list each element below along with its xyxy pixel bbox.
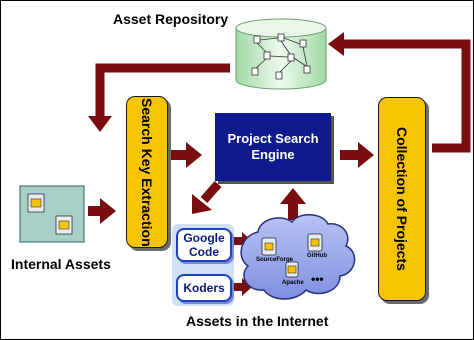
arrow-engine-sources-head [192, 194, 212, 214]
arrow-engine-sources-body [200, 181, 222, 203]
arrow-cloud-head [280, 188, 306, 204]
more-dots: ••• [311, 272, 324, 286]
apache-label: Apache [282, 280, 304, 286]
collection-box: Collection of Projects [378, 97, 426, 301]
search-key-label: Search Key Extraction [139, 97, 155, 247]
sourceforge-label: SourceForge [256, 257, 294, 263]
arrow-koders-body [234, 283, 244, 291]
koders-box: Koders [176, 274, 232, 302]
arrow-internal-body [88, 206, 102, 216]
collection-label: Collection of Projects [394, 127, 410, 271]
arrowhead-repo [328, 32, 344, 56]
arrow-koders-head [242, 278, 252, 296]
arrow-searchkey-head [186, 142, 202, 168]
internal-assets-panel [19, 185, 85, 243]
arrowhead-searchkey [88, 116, 112, 132]
search-engine-box: Project Search Engine [215, 113, 331, 181]
internal-assets-label: Internal Assets [11, 256, 111, 272]
arrow-engine-head [358, 142, 374, 168]
github-label: GitHub [307, 253, 327, 259]
arrow-collection-to-repo [342, 39, 471, 153]
arrow-engine-body [340, 150, 360, 160]
arrow-repo-to-searchkey [95, 63, 230, 118]
search-key-box: Search Key Extraction [126, 96, 168, 248]
arrow-cloud-body [288, 202, 298, 220]
google-code-box: Google Code [176, 228, 232, 262]
arrow-internal-head [100, 198, 116, 224]
repository-title: Asset Repository [113, 11, 229, 27]
internet-assets-label: Assets in the Internet [186, 313, 329, 329]
arrow-google-body [234, 237, 244, 245]
repository-cylinder [235, 18, 327, 90]
arrow-searchkey-body [170, 150, 188, 160]
internet-cloud [240, 214, 356, 300]
